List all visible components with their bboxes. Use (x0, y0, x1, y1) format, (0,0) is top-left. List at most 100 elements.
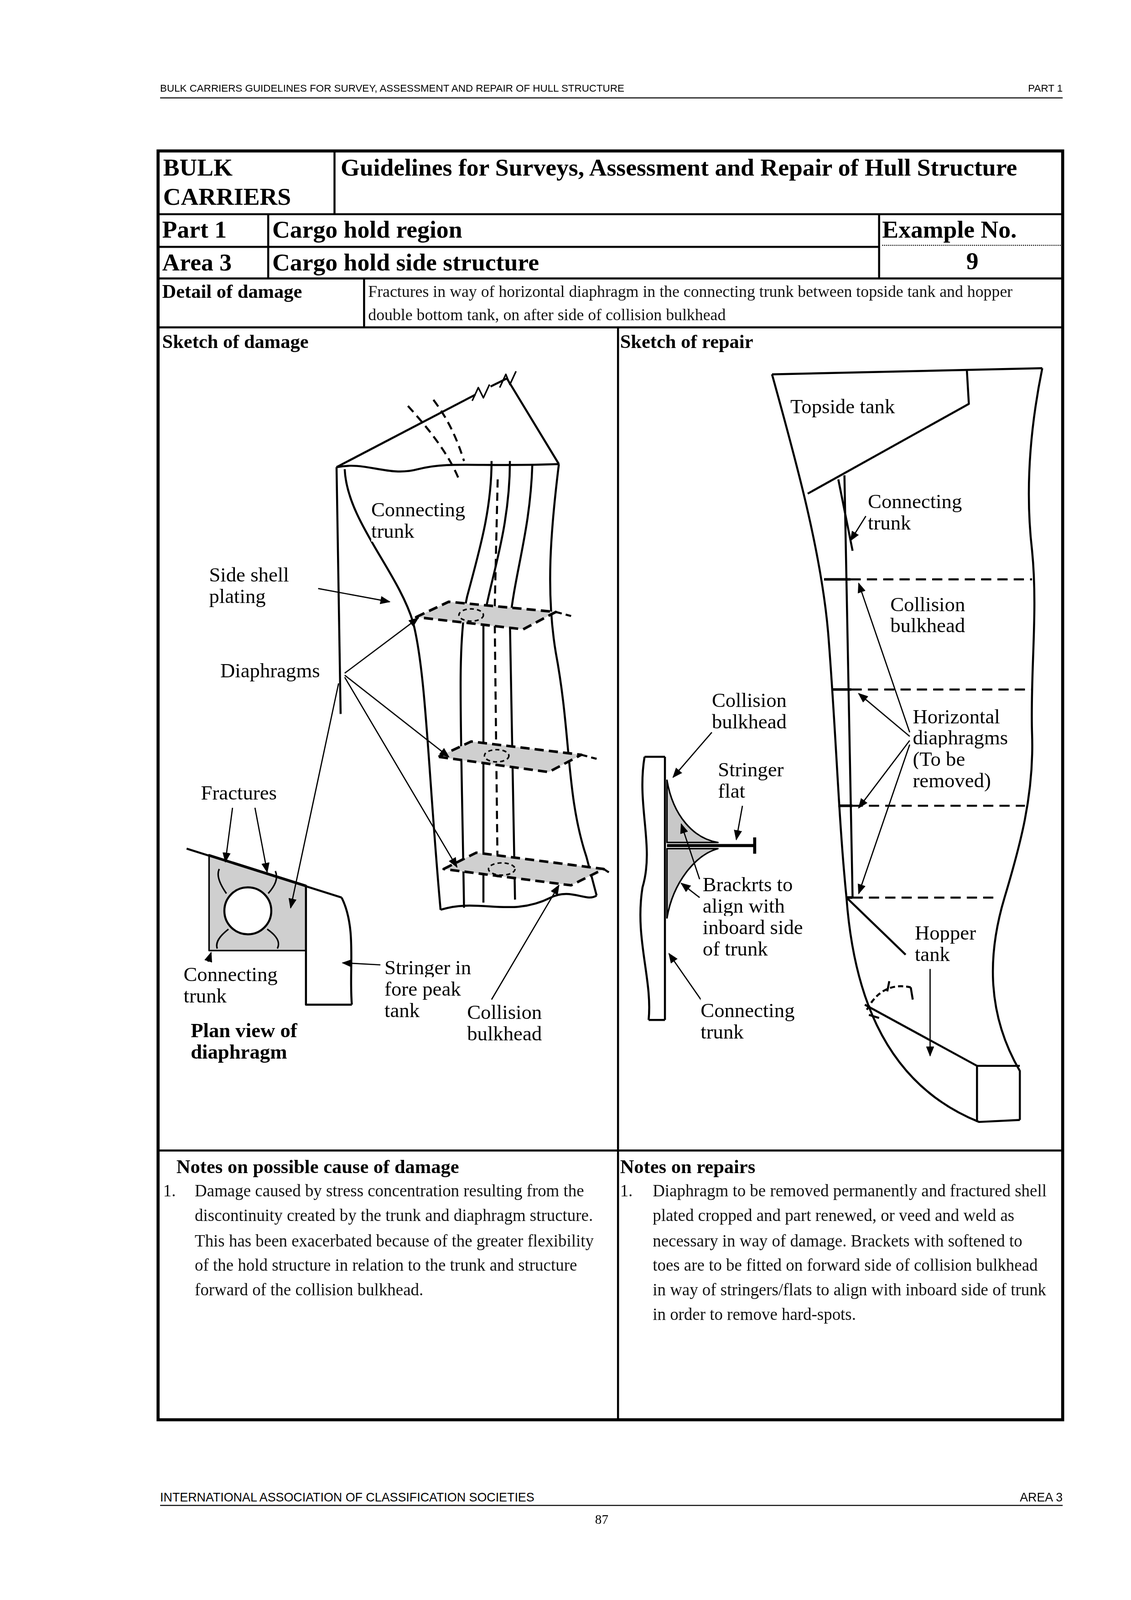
leader-line (681, 883, 700, 898)
part-label: Connecting trunk (867, 489, 962, 534)
running-footer: AREA 3 (1019, 1489, 1063, 1505)
damage-sketch (306, 885, 353, 1005)
damage-sketch (509, 463, 533, 900)
example-number: 9 (881, 245, 1063, 277)
leader-line (290, 683, 339, 908)
cell-text: Sketch of damage (162, 329, 615, 354)
part-label: Hopper tank (914, 920, 976, 965)
running-header: BULK CARRIERS GUIDELINES FOR SURVEY, ASS… (160, 82, 625, 94)
page-number: 87 (595, 1511, 609, 1527)
repair-sketch (850, 579, 1033, 898)
part-label-box: Topside tank (790, 395, 934, 418)
running-header: PART 1 (1027, 82, 1063, 94)
note-item: 1.Damage caused by stress concentration … (163, 1178, 604, 1303)
repair-sketch (838, 475, 853, 898)
header-cell: Area 3 (158, 246, 269, 279)
part-label-box: Stringer flat (717, 758, 800, 802)
leader-line (491, 885, 560, 1000)
part-label: Brackrts to align with inboard side of t… (702, 872, 804, 960)
leader-line (850, 516, 867, 541)
running-footer-box: INTERNATIONAL ASSOCIATION OF CLASSIFICAT… (160, 1489, 732, 1506)
page-rule (160, 97, 1063, 99)
header-cell: Part 1 (158, 214, 269, 248)
part-label: Stringer flat (717, 757, 784, 802)
part-label: Horizontal diaphragms (To be removed) (912, 704, 1008, 792)
leader-line (344, 617, 419, 674)
notes-heading: Notes on possible cause of damage (163, 1154, 604, 1179)
leader-line (736, 805, 743, 840)
page-number-box: 87 (570, 1511, 633, 1528)
detail-heading-cell: Detail of damage (158, 278, 365, 327)
damage-sketch (472, 371, 516, 401)
leader-line (225, 807, 233, 862)
view-caption: Plan view of diaphragm (190, 1018, 298, 1063)
repair-sketch (824, 579, 853, 898)
notes-heading: Notes on repairs (620, 1154, 1053, 1179)
leader-line (318, 588, 390, 602)
damage-sketch (555, 612, 611, 873)
cell-text: Area 3 (162, 246, 265, 279)
cell-text: Fractures in way of horizontal diaphragm… (368, 279, 1059, 327)
leader-line (858, 693, 910, 737)
page-rule (160, 98, 1063, 1506)
damage-sketch (549, 463, 597, 896)
leader-line (207, 516, 930, 1056)
part-label-box: Connecting trunk (700, 999, 813, 1043)
repair-sketch (807, 369, 969, 494)
table-grid (158, 150, 1064, 1420)
header-cell: Cargo hold side structure (268, 246, 880, 279)
damage-sketch (460, 461, 492, 908)
leader-line (858, 744, 910, 893)
repair-sketch (868, 980, 913, 1018)
part-label-box: Hopper tank (914, 922, 987, 965)
leader-line (673, 732, 712, 778)
item-number: 1. (163, 1178, 195, 1204)
running-footer-box: AREA 3 (980, 1489, 1063, 1506)
part-label-box: Collision bulkhead (466, 1001, 570, 1045)
running-header-box: PART 1 (1001, 81, 1063, 95)
note-text: Damage caused by stress concentration re… (194, 1178, 604, 1303)
part-label-box: Fractures (201, 782, 304, 804)
damage-sketch (458, 608, 484, 622)
repair-sketch (640, 756, 665, 1020)
part-label: Connecting trunk (371, 497, 466, 542)
note-item: 1.Diaphragm to be removed permanently an… (620, 1178, 1053, 1328)
repair-sketch (846, 897, 906, 955)
part-label: Connecting trunk (700, 998, 795, 1043)
part-label-box: Diaphragms (220, 659, 338, 682)
part-label: Stringer in fore peak tank (384, 955, 472, 1021)
part-label: Side shell plating (208, 562, 289, 607)
leader-line (254, 807, 268, 872)
note-text: Diaphragm to be removed permanently and … (652, 1178, 1053, 1328)
leader-line (344, 677, 457, 867)
damage-sketch (488, 862, 515, 876)
cell-text: Cargo hold side structure (272, 246, 876, 279)
part-label: Connecting trunk (183, 962, 278, 1007)
cell-text: Example No. (881, 214, 1063, 246)
part-label-box: Collision bulkhead (890, 593, 993, 637)
part-label: Topside tank (790, 394, 895, 417)
repair-sketch (772, 374, 1020, 1122)
leader-line (858, 740, 910, 809)
cell-text: Sketch of repair (620, 329, 1061, 354)
notes-cell: Notes on repairs1.Diaphragm to be remove… (617, 1150, 1063, 1420)
repair-sketch (772, 368, 1043, 374)
part-label-box: Side shell plating (208, 564, 322, 608)
part-label-box: Connecting trunk (371, 498, 484, 542)
part-label: Diaphragms (220, 658, 321, 682)
running-footer: INTERNATIONAL ASSOCIATION OF CLASSIFICAT… (160, 1489, 535, 1505)
header-cell: Cargo hold region (268, 214, 880, 248)
damage-sketch (484, 749, 509, 763)
repair-sketch (864, 1004, 1020, 1122)
page-rule (160, 1504, 1063, 1506)
cell-text: BULK CARRIERS (163, 152, 330, 213)
table-grid (158, 150, 1064, 1420)
damage-sketch (415, 601, 604, 886)
part-label-box: Brackrts to align with inboard side of t… (702, 873, 817, 960)
damage-sketch (186, 371, 610, 1005)
running-header-box: BULK CARRIERS GUIDELINES FOR SURVEY, ASS… (160, 81, 732, 95)
cell-text: Part 1 (162, 214, 265, 246)
part-label: Collision bulkhead (711, 688, 787, 732)
part-label-box: Connecting trunk (183, 963, 296, 1007)
leader-line (207, 952, 212, 962)
